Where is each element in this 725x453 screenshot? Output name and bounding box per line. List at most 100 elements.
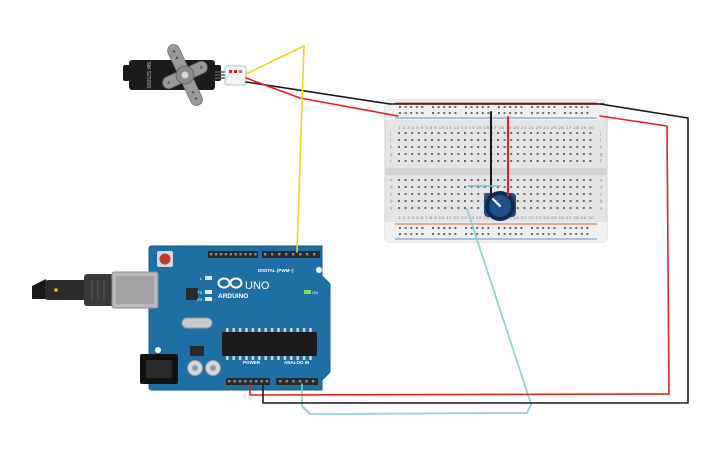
breadboard-hole[interactable] xyxy=(582,179,585,181)
breadboard-hole[interactable] xyxy=(556,193,559,195)
power-header[interactable] xyxy=(226,378,270,385)
breadboard-hole[interactable] xyxy=(477,179,480,181)
breadboard-hole[interactable] xyxy=(582,200,585,202)
breadboard-hole[interactable] xyxy=(536,132,539,134)
breadboard-hole[interactable] xyxy=(450,207,453,209)
header-pin[interactable] xyxy=(271,253,274,256)
breadboard-hole[interactable] xyxy=(424,179,427,181)
breadboard-hole[interactable] xyxy=(530,132,532,134)
breadboard-rail-hole[interactable] xyxy=(404,227,407,229)
breadboard-rail-hole[interactable] xyxy=(421,112,424,114)
breadboard-rail-hole[interactable] xyxy=(476,112,479,114)
breadboard-rail-hole[interactable] xyxy=(553,106,556,108)
breadboard-hole[interactable] xyxy=(556,146,559,148)
breadboard-hole[interactable] xyxy=(523,132,526,134)
breadboard-hole[interactable] xyxy=(576,160,579,162)
breadboard-rail-hole[interactable] xyxy=(487,112,490,114)
breadboard-hole[interactable] xyxy=(417,179,420,181)
breadboard-hole[interactable] xyxy=(470,207,473,209)
breadboard-rail-hole[interactable] xyxy=(509,233,512,235)
breadboard-rail-hole[interactable] xyxy=(536,112,539,114)
breadboard-hole[interactable] xyxy=(543,139,546,141)
breadboard-hole[interactable] xyxy=(523,179,526,181)
breadboard-rail-hole[interactable] xyxy=(520,233,523,235)
breadboard-hole[interactable] xyxy=(464,200,466,202)
breadboard-rail-hole[interactable] xyxy=(498,106,500,108)
breadboard-rail-hole[interactable] xyxy=(432,227,434,229)
breadboard-hole[interactable] xyxy=(589,200,592,202)
header-pin[interactable] xyxy=(312,380,315,383)
breadboard-hole[interactable] xyxy=(516,179,519,181)
header-pin[interactable] xyxy=(249,380,252,383)
breadboard-rail-hole[interactable] xyxy=(487,106,490,108)
breadboard-hole[interactable] xyxy=(477,193,480,195)
breadboard-hole[interactable] xyxy=(497,179,499,181)
breadboard-hole[interactable] xyxy=(483,132,486,134)
breadboard-rail-hole[interactable] xyxy=(410,227,413,229)
breadboard-hole[interactable] xyxy=(417,153,420,155)
breadboard-hole[interactable] xyxy=(510,186,513,188)
breadboard-hole[interactable] xyxy=(417,207,420,209)
breadboard-rail-hole[interactable] xyxy=(503,227,506,229)
breadboard-hole[interactable] xyxy=(431,186,433,188)
breadboard-hole[interactable] xyxy=(497,160,499,162)
digital-header-a[interactable] xyxy=(208,251,258,258)
breadboard-rail-hole[interactable] xyxy=(586,106,589,108)
breadboard-hole[interactable] xyxy=(450,200,453,202)
breadboard-hole[interactable] xyxy=(569,186,572,188)
breadboard-hole[interactable] xyxy=(437,160,440,162)
usb-cable[interactable] xyxy=(32,274,114,306)
breadboard-rail-hole[interactable] xyxy=(481,112,484,114)
breadboard-hole[interactable] xyxy=(589,146,592,148)
breadboard-hole[interactable] xyxy=(398,186,400,188)
breadboard-hole[interactable] xyxy=(483,186,486,188)
breadboard-hole[interactable] xyxy=(477,207,480,209)
breadboard-hole[interactable] xyxy=(477,132,480,134)
header-pin[interactable] xyxy=(278,253,281,256)
breadboard-hole[interactable] xyxy=(569,139,572,141)
breadboard-hole[interactable] xyxy=(457,139,460,141)
breadboard-hole[interactable] xyxy=(536,146,539,148)
breadboard-hole[interactable] xyxy=(437,179,440,181)
breadboard-hole[interactable] xyxy=(530,146,532,148)
breadboard-rail-hole[interactable] xyxy=(498,112,500,114)
breadboard-hole[interactable] xyxy=(556,153,559,155)
breadboard-rail-hole[interactable] xyxy=(470,106,473,108)
breadboard-hole[interactable] xyxy=(497,146,499,148)
breadboard-hole[interactable] xyxy=(589,139,592,141)
breadboard-hole[interactable] xyxy=(536,139,539,141)
breadboard-hole[interactable] xyxy=(510,153,513,155)
breadboard-hole[interactable] xyxy=(417,193,420,195)
breadboard-rail-hole[interactable] xyxy=(542,112,545,114)
breadboard-hole[interactable] xyxy=(457,160,460,162)
header-pin[interactable] xyxy=(285,380,288,383)
breadboard-rail-hole[interactable] xyxy=(465,233,467,235)
breadboard-hole[interactable] xyxy=(411,153,414,155)
breadboard-rail-hole[interactable] xyxy=(443,106,446,108)
breadboard-hole[interactable] xyxy=(437,207,440,209)
breadboard-hole[interactable] xyxy=(417,132,420,134)
breadboard-hole[interactable] xyxy=(543,132,546,134)
breadboard-hole[interactable] xyxy=(582,207,585,209)
breadboard-hole[interactable] xyxy=(464,153,466,155)
breadboard-rail-hole[interactable] xyxy=(547,233,550,235)
servo-horn[interactable] xyxy=(149,35,220,115)
breadboard-hole[interactable] xyxy=(510,132,513,134)
breadboard-rail-hole[interactable] xyxy=(536,106,539,108)
breadboard-hole[interactable] xyxy=(464,207,466,209)
breadboard-rail-hole[interactable] xyxy=(586,112,589,114)
breadboard-hole[interactable] xyxy=(404,146,407,148)
breadboard-rail-hole[interactable] xyxy=(421,106,424,108)
breadboard-rail-hole[interactable] xyxy=(399,227,401,229)
wire-servo-ground[interactable] xyxy=(245,81,391,105)
breadboard-hole[interactable] xyxy=(398,146,400,148)
breadboard-hole[interactable] xyxy=(569,160,572,162)
breadboard-rail-hole[interactable] xyxy=(432,233,434,235)
breadboard-rail-hole[interactable] xyxy=(454,106,457,108)
breadboard-hole[interactable] xyxy=(569,193,572,195)
breadboard-hole[interactable] xyxy=(470,139,473,141)
breadboard-hole[interactable] xyxy=(569,146,572,148)
breadboard-hole[interactable] xyxy=(437,132,440,134)
breadboard-hole[interactable] xyxy=(398,139,400,141)
breadboard-hole[interactable] xyxy=(543,146,546,148)
